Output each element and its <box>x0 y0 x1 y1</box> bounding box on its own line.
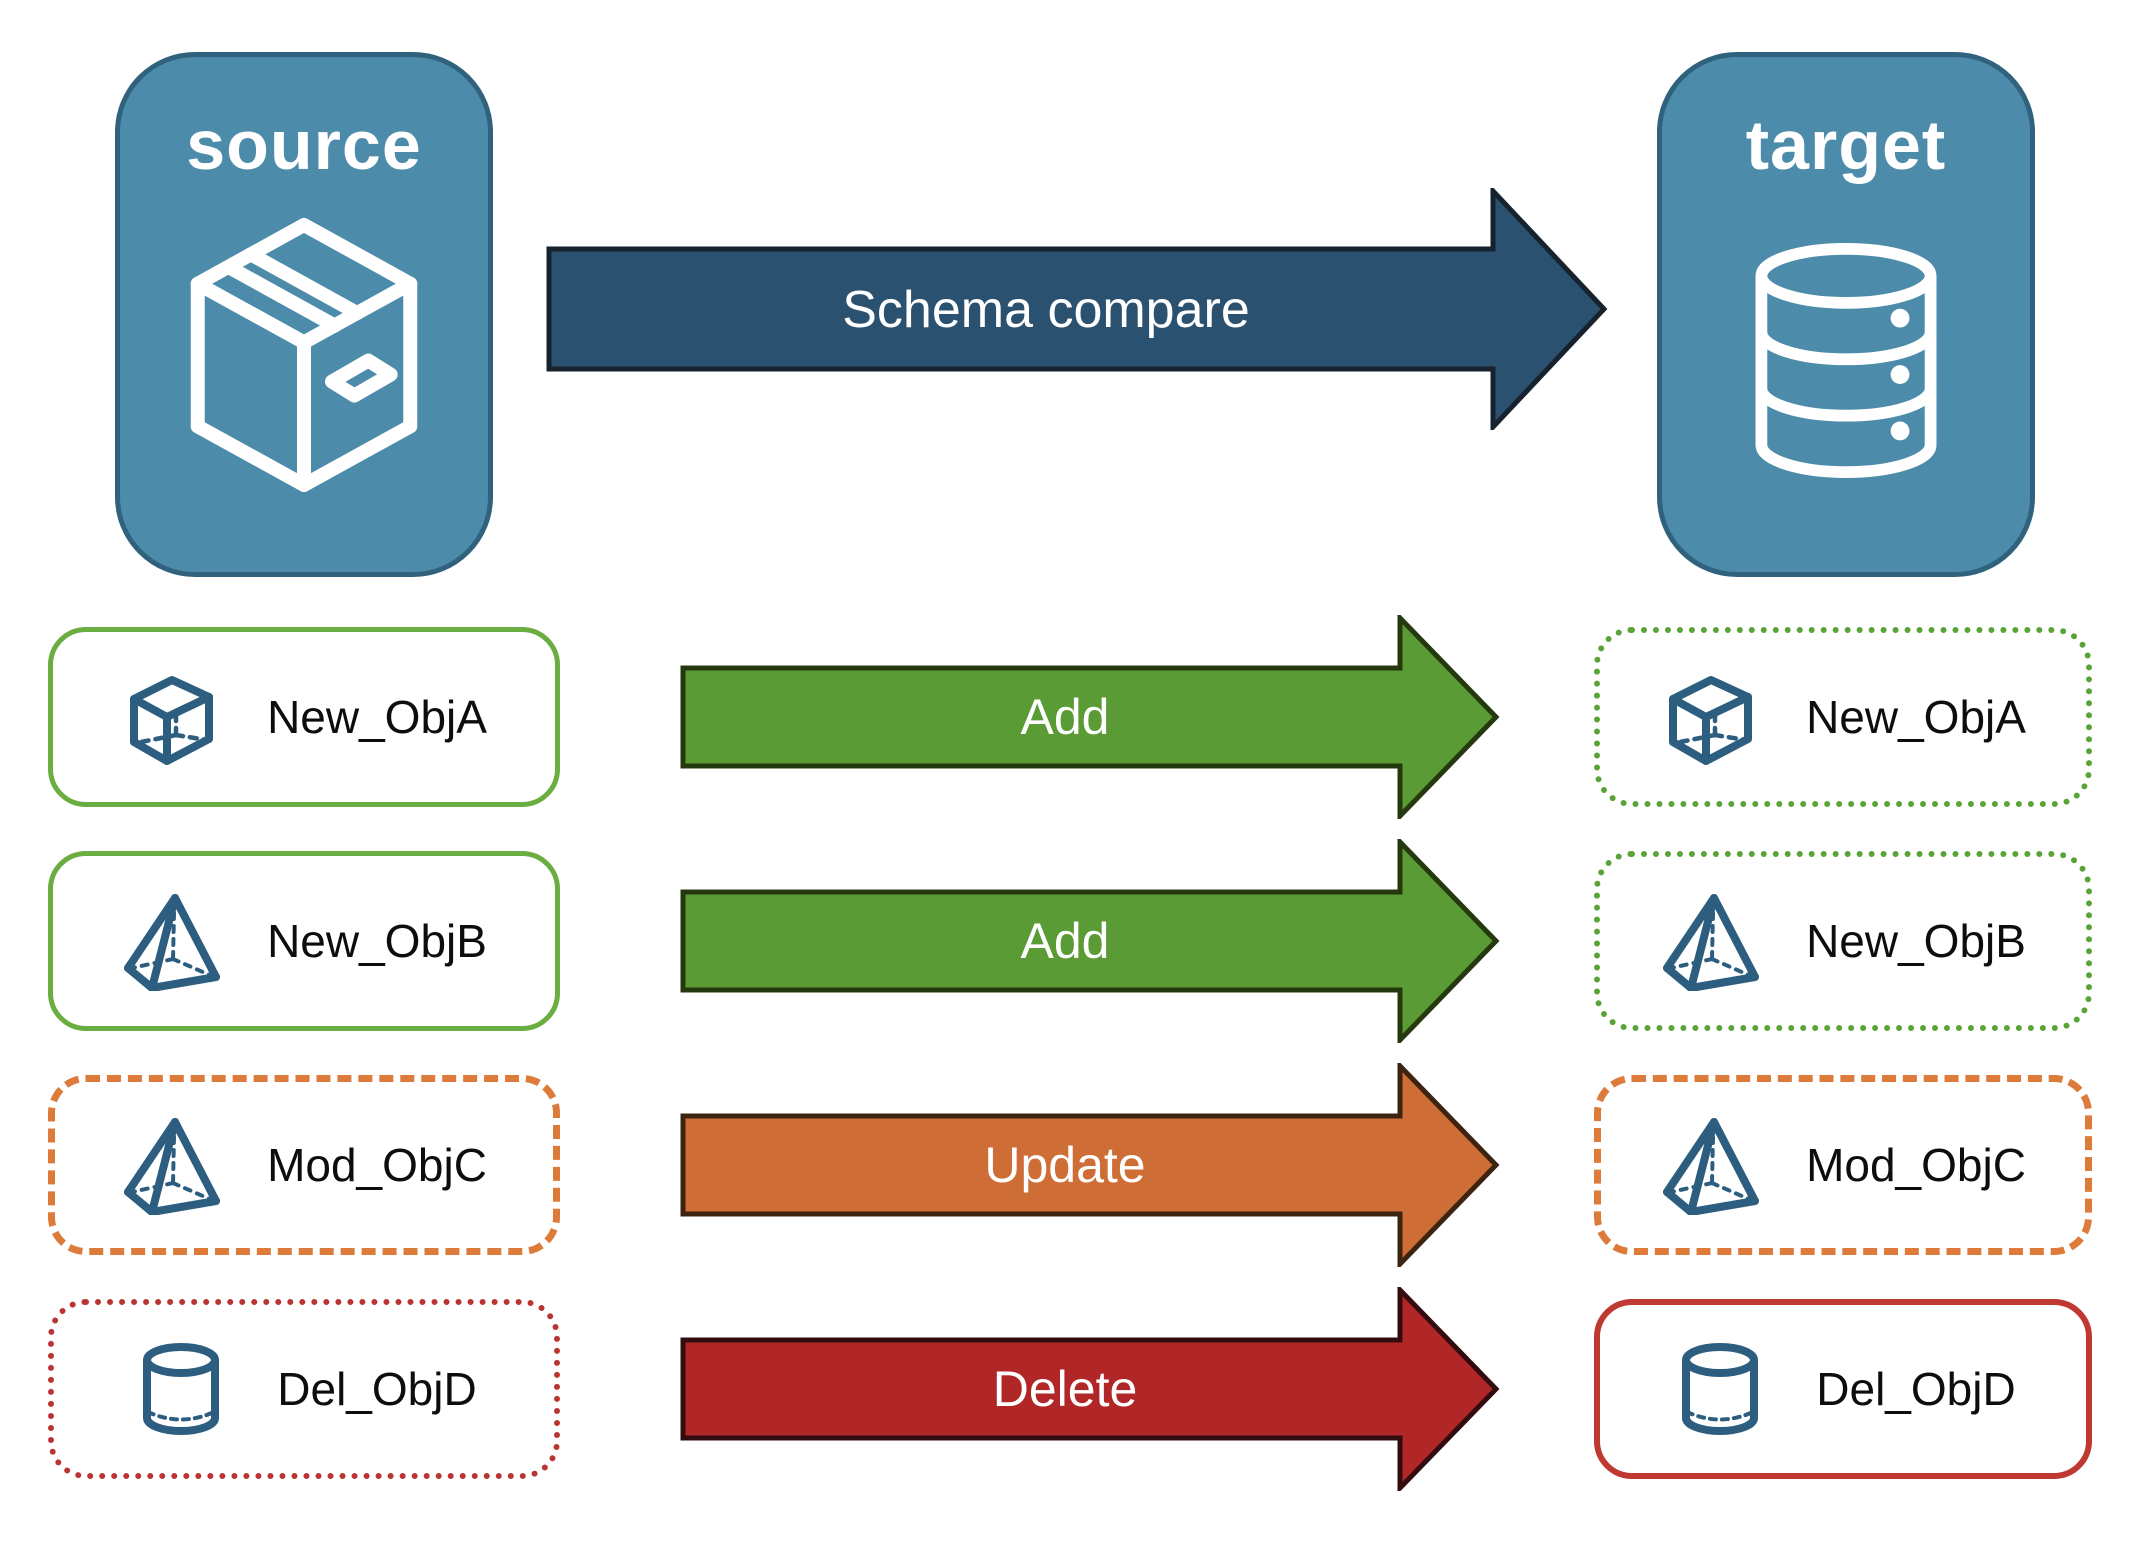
add-arrow-label-2: Add <box>1020 913 1110 969</box>
package-icon <box>164 197 444 527</box>
object-label: Del_ObjD <box>1816 1363 2016 1415</box>
target-object-del-objd: Del_ObjD <box>1594 1299 2092 1479</box>
source-node: source <box>115 52 493 577</box>
schema-compare-arrow <box>546 188 1608 430</box>
pyramid-icon <box>1660 891 1760 991</box>
cube-icon <box>121 667 221 767</box>
source-object-mod-objc: Mod_ObjC <box>48 1075 560 1255</box>
target-object-new-objb: New_ObjB <box>1594 851 2092 1031</box>
source-object-new-obja: New_ObjA <box>48 627 560 807</box>
object-label: Del_ObjD <box>277 1363 477 1415</box>
pyramid-icon <box>121 1115 221 1215</box>
delete-arrow <box>680 1287 1500 1491</box>
object-label: Mod_ObjC <box>1806 1139 2026 1191</box>
source-object-new-objb: New_ObjB <box>48 851 560 1031</box>
target-node-title: target <box>1745 106 1947 184</box>
target-object-new-obja: New_ObjA <box>1594 627 2092 807</box>
source-object-del-objd: Del_ObjD <box>48 1299 560 1479</box>
update-arrow-label: Update <box>984 1137 1146 1193</box>
add-arrow-2 <box>680 839 1500 1043</box>
cylinder-icon <box>1670 1339 1770 1439</box>
schema-compare-label: Schema compare <box>842 280 1250 339</box>
pyramid-icon <box>1660 1115 1760 1215</box>
target-node: target <box>1657 52 2035 577</box>
database-icon <box>1729 205 1964 530</box>
pyramid-icon <box>121 891 221 991</box>
object-label: New_ObjA <box>1806 691 2026 743</box>
source-node-title: source <box>186 106 422 184</box>
add-arrow-1 <box>680 615 1500 819</box>
object-label: New_ObjB <box>267 915 487 967</box>
object-label: Mod_ObjC <box>267 1139 487 1191</box>
object-label: New_ObjA <box>267 691 487 743</box>
object-label: New_ObjB <box>1806 915 2026 967</box>
target-object-mod-objc: Mod_ObjC <box>1594 1075 2092 1255</box>
add-arrow-label-1: Add <box>1020 689 1110 745</box>
cylinder-icon <box>131 1339 231 1439</box>
cube-icon <box>1660 667 1760 767</box>
update-arrow <box>680 1063 1500 1267</box>
delete-arrow-label: Delete <box>992 1361 1138 1417</box>
